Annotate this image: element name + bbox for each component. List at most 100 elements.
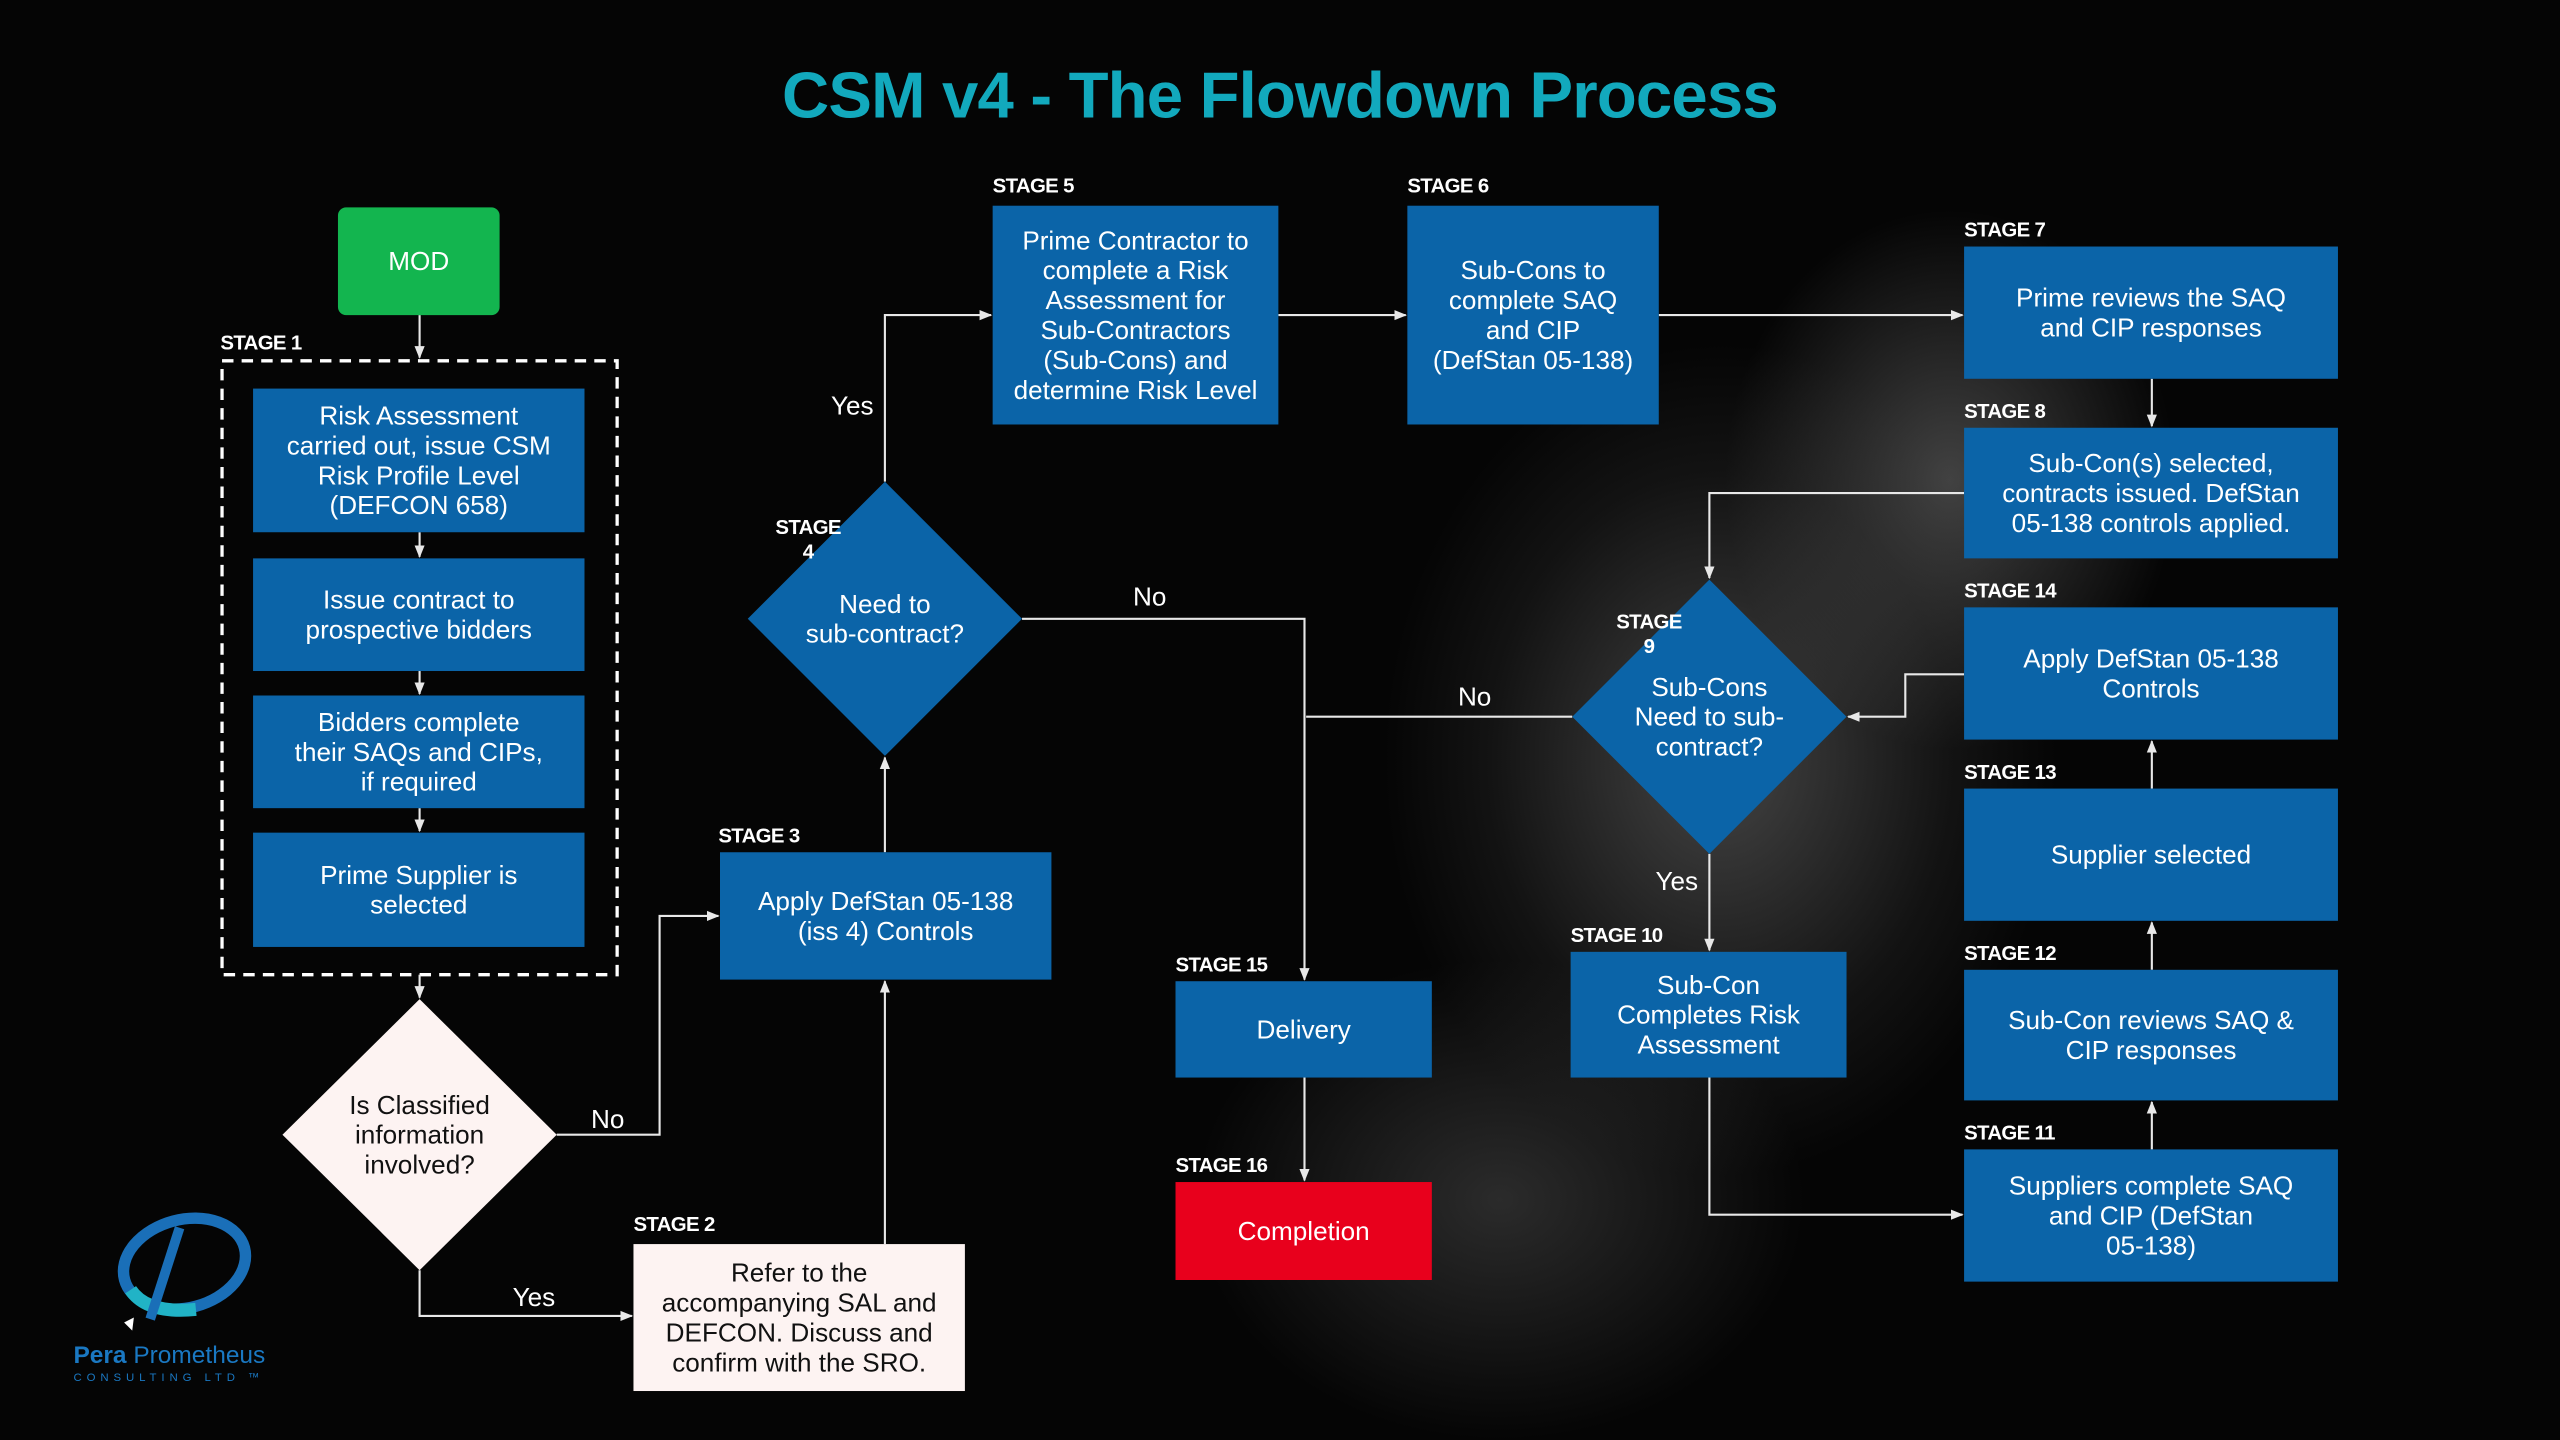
node-text-line: complete a Risk <box>1043 255 1230 285</box>
process-box <box>253 695 585 809</box>
logo-swoosh-icon <box>117 1212 252 1315</box>
node-text-line: involved? <box>364 1150 474 1180</box>
process-box <box>1964 1149 2338 1282</box>
process-box <box>1175 981 1432 1078</box>
edge-label-s9-yes: Yes <box>1656 866 1699 896</box>
node-text-line: MOD <box>388 246 449 276</box>
node-s3: Apply DefStan 05-138(iss 4) ControlsSTAG… <box>718 825 1052 980</box>
stage-label: STAGE 8 <box>1964 401 2045 423</box>
stage-label: STAGE 14 <box>1964 581 2057 603</box>
node-s16: Completion STAGE 16 <box>1175 1155 1432 1280</box>
node-text-line: Sub-Con reviews SAQ & <box>2008 1005 2294 1035</box>
node-text-line: Risk Assessment <box>319 401 519 431</box>
svg-text:Pera Prometheus: Pera Prometheus <box>73 1342 265 1369</box>
node-text: MOD <box>388 246 449 276</box>
node-text-line: Refer to the <box>731 1258 867 1288</box>
node-text: Delivery <box>1257 1014 1351 1044</box>
node-text-line: and CIP responses <box>2040 313 2262 343</box>
node-text-line: and CIP (DefStan <box>2049 1200 2253 1230</box>
node-text-line: Issue contract to <box>323 585 515 615</box>
process-box <box>253 558 585 672</box>
page-title: CSM v4 - The Flowdown Process <box>782 59 1778 132</box>
logo-bird-icon <box>124 1317 134 1331</box>
node-text-line: DEFCON. Discuss and <box>666 1317 933 1347</box>
node-text-line: Completion <box>1238 1216 1370 1246</box>
connector-s14-to-s9 <box>1846 673 1965 722</box>
node-text-line: (DEFCON 658) <box>330 490 508 520</box>
node-text-line: Assessment <box>1637 1030 1780 1060</box>
process-box <box>1964 427 2338 559</box>
stage-label: STAGE 3 <box>718 825 799 847</box>
node-text-line: Delivery <box>1257 1014 1351 1044</box>
stage-label: STAGE 6 <box>1407 176 1488 198</box>
node-text-line: if required <box>361 767 477 797</box>
node-text-line: Sub-Con <box>1657 970 1760 1000</box>
process-box <box>1964 607 2338 740</box>
node-text-line: their SAQs and CIPs, <box>295 737 543 767</box>
node-text-line: Apply DefStan 05-138 <box>2023 644 2278 674</box>
node-text-line: (Sub-Cons) and <box>1043 345 1227 375</box>
logo-tagline: CONSULTING LTD ™ <box>73 1372 264 1384</box>
node-text-line: 05-138 controls applied. <box>2012 508 2291 538</box>
node-text-line: contracts issued. DefStan <box>2002 478 2300 508</box>
connectors <box>414 310 2157 1322</box>
node-text-line: Supplier selected <box>2051 840 2251 870</box>
node-s15: Delivery STAGE 15 <box>1175 954 1432 1078</box>
node-text-line: Prime Contractor to <box>1022 225 1248 255</box>
node-text-line: Sub-Con(s) selected, <box>2028 448 2273 478</box>
node-text-line: CIP responses <box>2066 1035 2237 1065</box>
connector-d1-yes-to-s2 <box>418 1270 634 1322</box>
stage-label: STAGE 10 <box>1571 925 1663 947</box>
process-box <box>633 1244 965 1392</box>
process-box <box>253 388 585 533</box>
connector-s4-no-to-s15 <box>1022 617 1310 981</box>
logo: Pera Prometheus CONSULTING LTD ™ <box>73 1212 265 1384</box>
node-text-line: prospective bidders <box>306 615 532 645</box>
stage-label: 9 <box>1644 636 1655 658</box>
node-text-line: accompanying SAL and <box>662 1288 937 1318</box>
node-text-line: Need to sub- <box>1635 702 1785 732</box>
connector-s8-to-s9 <box>1704 492 1965 580</box>
node-text-line: determine Risk Level <box>1014 375 1258 405</box>
stage-label: STAGE 15 <box>1176 954 1268 976</box>
node-text-line: Controls <box>2102 673 2199 703</box>
node-text: Sub-Con(s) selected,contracts issued. De… <box>2002 448 2300 538</box>
process-box <box>1570 951 1847 1078</box>
stage-label: STAGE 16 <box>1176 1155 1268 1177</box>
node-text-line: Prime reviews the SAQ <box>2016 283 2286 313</box>
connector-d1-no-to-s3 <box>556 910 720 1136</box>
stage-label: STAGE 2 <box>633 1214 714 1236</box>
node-text-line: Suppliers complete SAQ <box>2009 1171 2293 1201</box>
node-text-line: (iss 4) Controls <box>798 916 974 946</box>
node-text-line: sub-contract? <box>806 619 964 649</box>
node-text-line: Completes Risk <box>1617 1000 1801 1030</box>
node-text-line: Bidders complete <box>318 707 520 737</box>
node-text-line: selected <box>370 890 467 920</box>
node-s12: Sub-Con reviews SAQ &CIP responsesSTAGE … <box>1964 943 2338 1101</box>
stage-label: 4 <box>803 541 815 563</box>
node-text: Sub-Con reviews SAQ &CIP responses <box>2008 1005 2294 1065</box>
process-box <box>253 832 585 947</box>
logo-stem-icon <box>145 1226 185 1321</box>
logo-name-bold: Pera <box>73 1342 126 1369</box>
node-text-line: complete SAQ <box>1449 285 1617 315</box>
edge-label-s4-yes: Yes <box>831 391 874 421</box>
